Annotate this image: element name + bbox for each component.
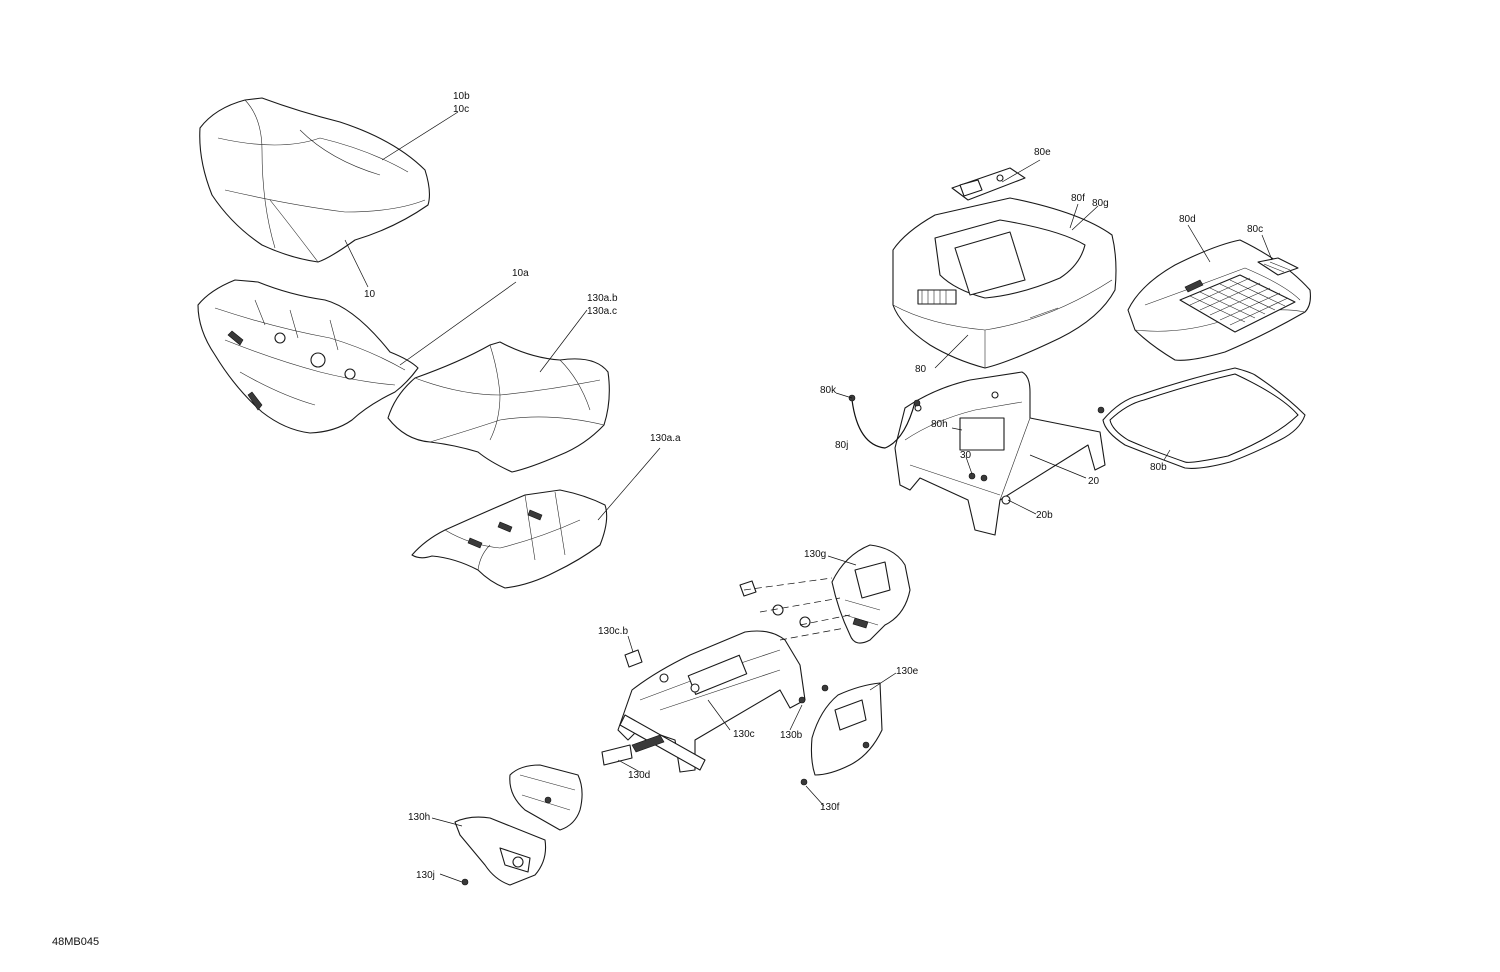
frame-bushing (1001, 495, 1011, 505)
alignment-line-2 (759, 597, 841, 613)
seat-foam (387, 341, 610, 473)
callout-80g: 80g (1092, 198, 1109, 209)
callout-30: 30 (960, 450, 972, 461)
callout-130e: 130e (896, 666, 919, 677)
lower-bracket (454, 816, 547, 886)
callout-130b: 130b (780, 730, 803, 741)
callout-130a-a: 130a.a (650, 433, 681, 444)
frame-screw (980, 474, 988, 482)
storage-lid (1127, 239, 1311, 361)
lid-grille (1179, 274, 1296, 333)
latch-plate (951, 167, 1026, 201)
seat-cover (199, 97, 431, 263)
figure-id: 48MB045 (52, 936, 99, 948)
frame-bolt (1097, 406, 1105, 414)
side-panel-right (810, 682, 883, 776)
callout-130c-b: 130c.b (598, 626, 628, 637)
callout-20b: 20b (1036, 510, 1053, 521)
callout-130f: 130f (820, 802, 840, 813)
leader-lines (344, 111, 1273, 883)
callout-80h: 80h (931, 419, 948, 430)
bolts (624, 580, 829, 704)
hinge-strip (1257, 257, 1299, 276)
callout-80e: 80e (1034, 147, 1051, 158)
callout-80b: 80b (1150, 462, 1167, 473)
callout-130h: 130h (408, 812, 430, 823)
support-frame (894, 371, 1106, 536)
callout-20: 20 (1088, 476, 1100, 487)
callout-10: 10 (364, 289, 376, 300)
front-panel (509, 764, 583, 831)
callout-labels: 10b 10c 10 10a 130a.b 130a.c 130a.a 80e … (364, 91, 1263, 881)
alignment-line-3 (799, 614, 851, 626)
callout-130j: 130j (416, 870, 435, 881)
alignment-line-4 (779, 627, 846, 641)
callout-10c: 10c (453, 104, 469, 115)
screw-130f (800, 778, 808, 786)
seat-base (197, 279, 419, 434)
callout-130d: 130d (628, 770, 650, 781)
callout-130c: 130c (733, 729, 755, 740)
callout-80k: 80k (820, 385, 837, 396)
callout-130g: 130g (804, 549, 826, 560)
storage-box (892, 197, 1117, 369)
callout-130a-c: 130a.c (587, 306, 617, 317)
callout-80: 80 (915, 364, 927, 375)
alignment-line-1 (743, 577, 833, 591)
seat-support-tray (411, 489, 608, 589)
callout-80f: 80f (1071, 193, 1085, 204)
callout-80d: 80d (1179, 214, 1196, 225)
label-sticker (601, 744, 633, 766)
screw-130j (461, 878, 469, 886)
callout-10a: 10a (512, 268, 529, 279)
callout-80c: 80c (1247, 224, 1263, 235)
lid-gasket (1102, 367, 1306, 469)
callout-130a-b: 130a.b (587, 293, 618, 304)
seat-frame (617, 630, 806, 773)
rear-bracket (831, 544, 911, 644)
callout-80j: 80j (835, 440, 848, 451)
callout-10b: 10b (453, 91, 470, 102)
